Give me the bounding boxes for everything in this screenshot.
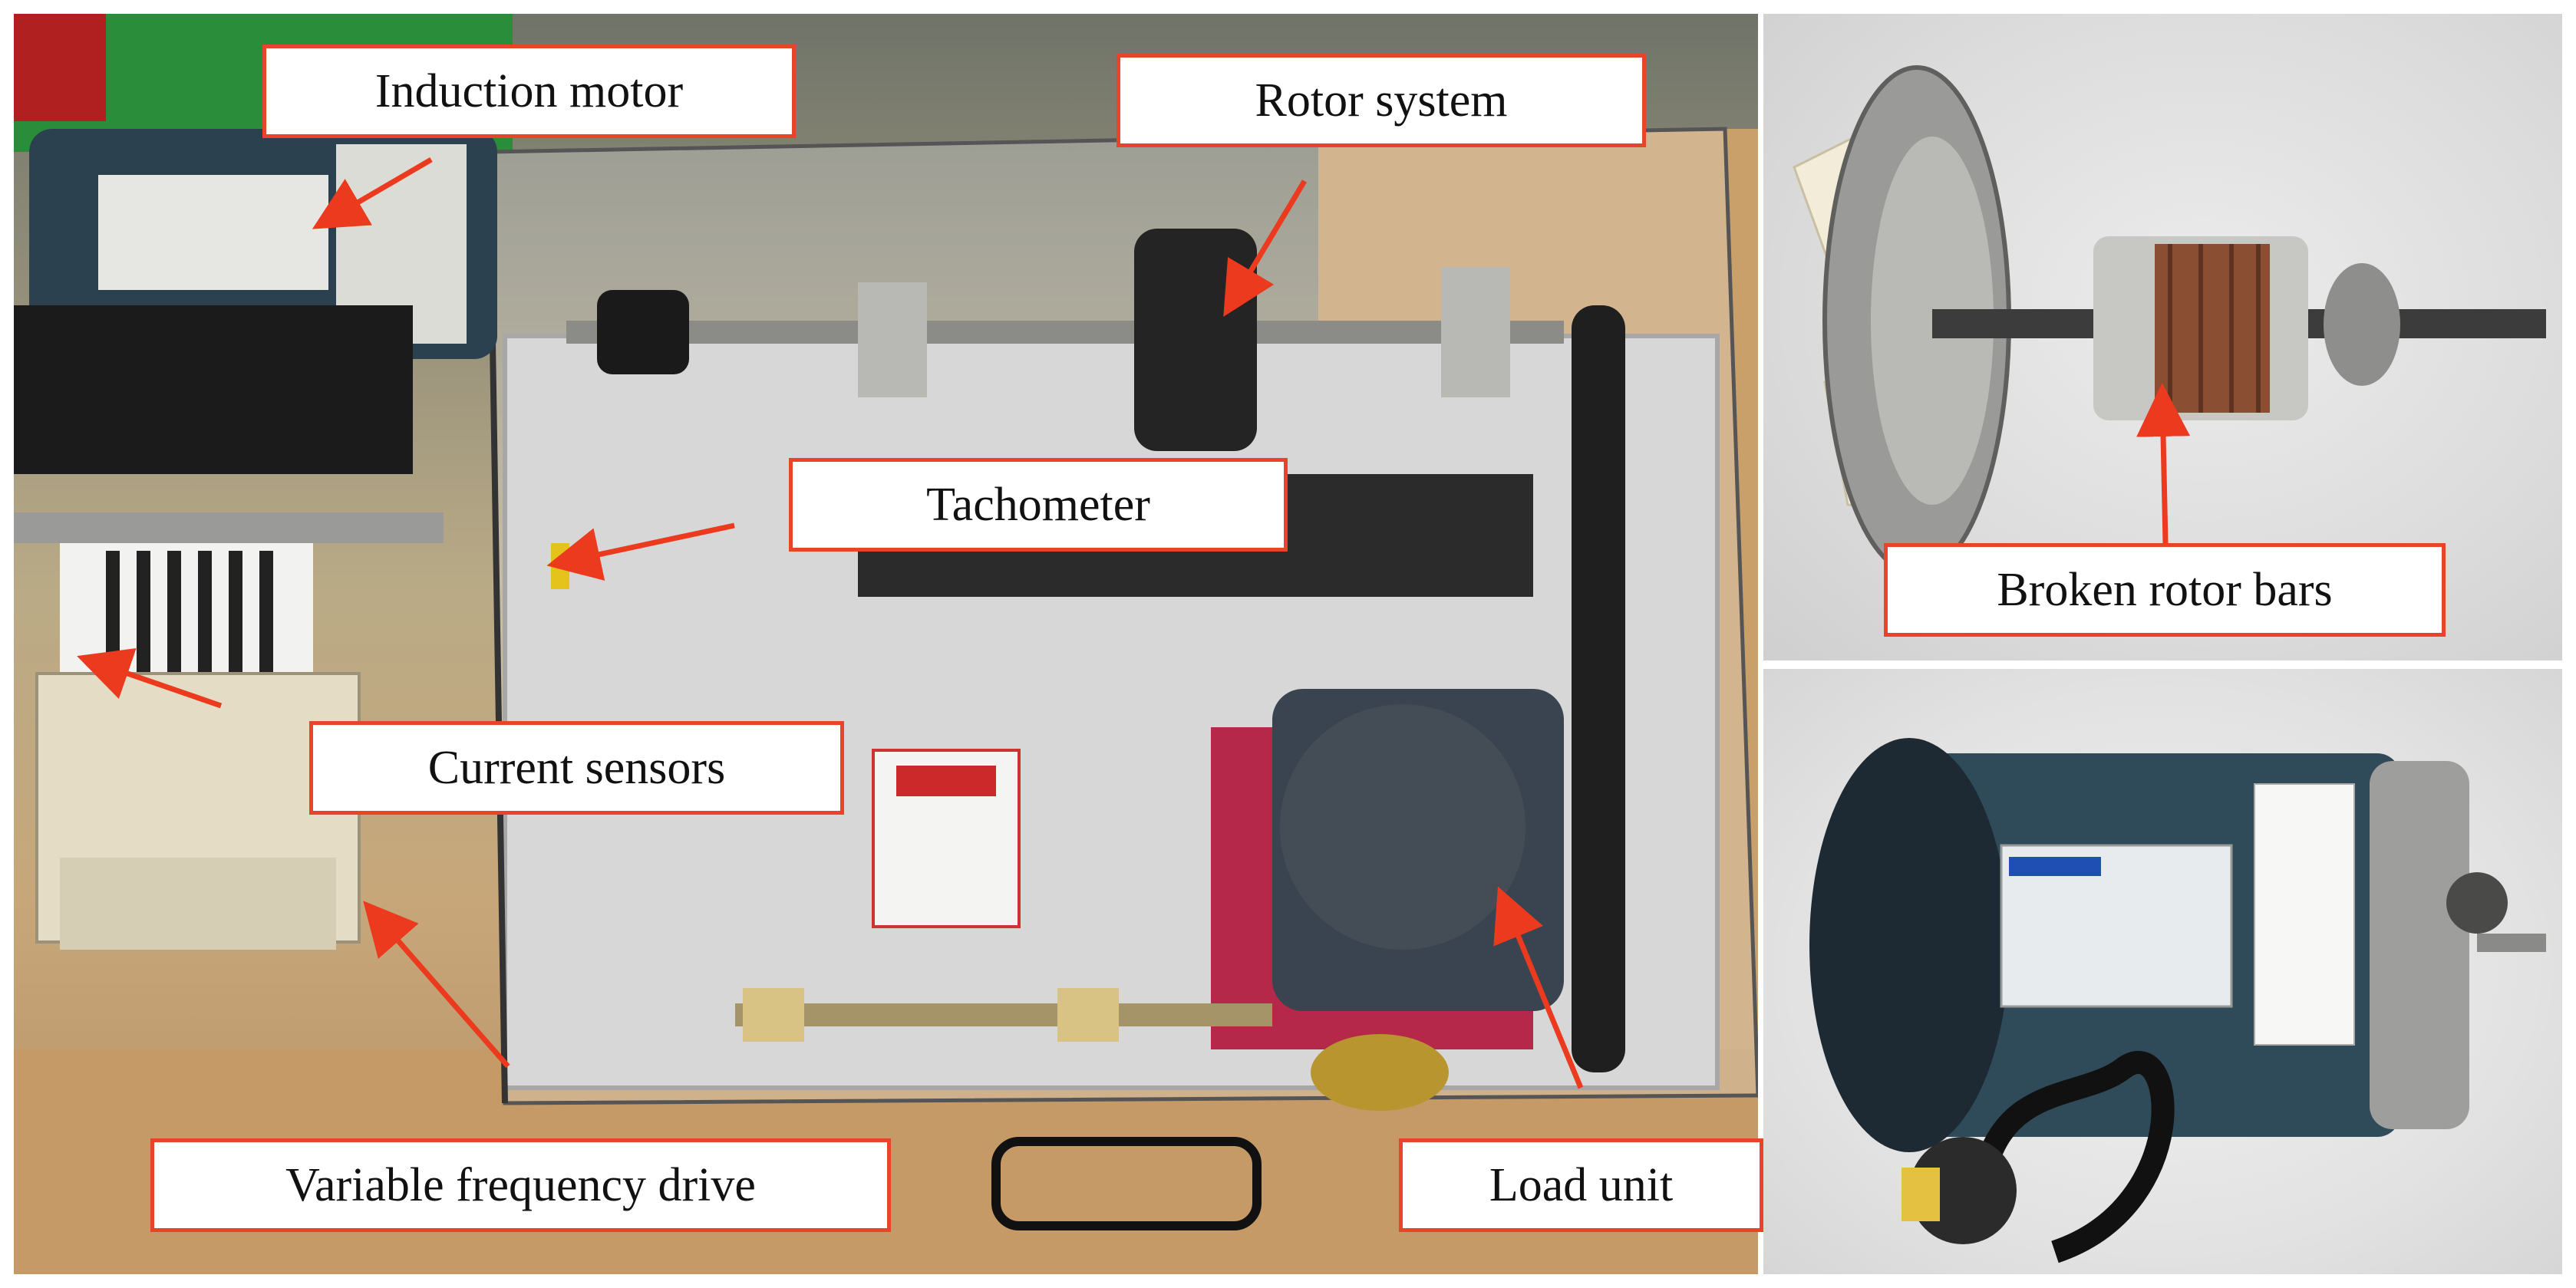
arrow-tachometer — [546, 522, 735, 581]
label-variable-frequency-drive: Variable frequency drive — [150, 1138, 891, 1232]
label-broken-rotor-bars: Broken rotor bars — [1884, 543, 2446, 637]
label-current-sensors: Current sensors — [309, 721, 844, 815]
arrow-broken-rotor-bars — [2136, 383, 2191, 544]
arrow-current-sensors — [77, 647, 223, 709]
label-tachometer: Tachometer — [789, 458, 1288, 552]
arrow-induction-motor — [312, 156, 433, 229]
ac-motor-illustration — [1809, 738, 2546, 1263]
arrow-variable-frequency-drive — [363, 901, 510, 1069]
arrow-load-unit — [1493, 886, 1584, 1089]
label-load-unit: Load unit — [1399, 1138, 1763, 1232]
motor-photo — [1763, 669, 2562, 1274]
arrow-rotor-system — [1223, 180, 1308, 318]
broken-rotor-illustration — [1793, 65, 2546, 576]
label-induction-motor: Induction motor — [262, 44, 796, 138]
label-rotor-system: Rotor system — [1116, 54, 1646, 147]
